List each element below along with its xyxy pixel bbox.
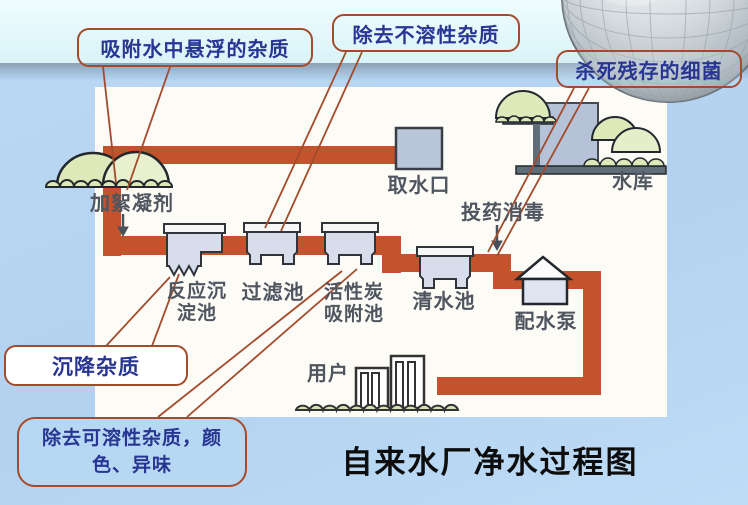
label-flocculant: 加絮凝剂 <box>90 193 174 215</box>
callout-adsorb-text: 吸附水中悬浮的杂质 <box>100 39 290 61</box>
filter-tank-shape <box>243 222 301 265</box>
label-filter-tank: 过滤池 <box>241 282 305 304</box>
callout-insoluble-text: 除去不溶性杂质 <box>352 24 500 47</box>
reaction-tank-shape <box>163 223 226 278</box>
label-water-intake: 取水口 <box>387 175 451 197</box>
page-title: 自来水厂净水过程图 <box>341 445 639 480</box>
callout-remove-soluble: 除去可溶性杂质，颜色、异味 <box>17 417 247 487</box>
callout-settle-impurities: 沉降杂质 <box>4 345 188 386</box>
callout-remove-insoluble: 除去不溶性杂质 <box>332 14 520 52</box>
label-reservoir: 水库 <box>612 171 654 193</box>
callout-sterilize-text: 杀死残存的细菌 <box>575 60 723 83</box>
label-carbon-tank-text: 活性炭吸附池 <box>323 282 384 325</box>
callout-settle-text: 沉降杂质 <box>52 355 140 379</box>
label-clear-water-tank: 清水池 <box>412 291 476 313</box>
clear-tank-shape <box>416 246 474 289</box>
label-distribution-pump: 配水泵 <box>514 311 578 333</box>
slide-divider-band <box>0 63 748 80</box>
pump-house-icon <box>513 255 574 306</box>
callout-soluble-text: 除去可溶性杂质，颜色、异味 <box>41 428 222 476</box>
water-intake-shape <box>394 126 444 171</box>
label-disinfection: 投药消毒 <box>461 202 545 224</box>
carbon-tank-shape <box>321 222 379 265</box>
label-activated-carbon-tank: 活性炭吸附池 <box>319 282 389 326</box>
flocculant-arrow-icon <box>117 214 129 238</box>
callout-kill-bacteria: 杀死残存的细菌 <box>556 50 742 88</box>
label-users: 用户 <box>307 363 349 385</box>
callout-pointer-lines <box>102 51 590 418</box>
callout-adsorb-impurities: 吸附水中悬浮的杂质 <box>77 28 313 67</box>
tree-icon <box>494 90 665 167</box>
label-reaction-tank-text: 反应沉淀池 <box>166 281 227 324</box>
user-buildings-icon <box>294 354 460 414</box>
tree-icon <box>44 150 174 188</box>
label-reaction-sedimentation-tank: 反应沉淀池 <box>162 281 232 325</box>
